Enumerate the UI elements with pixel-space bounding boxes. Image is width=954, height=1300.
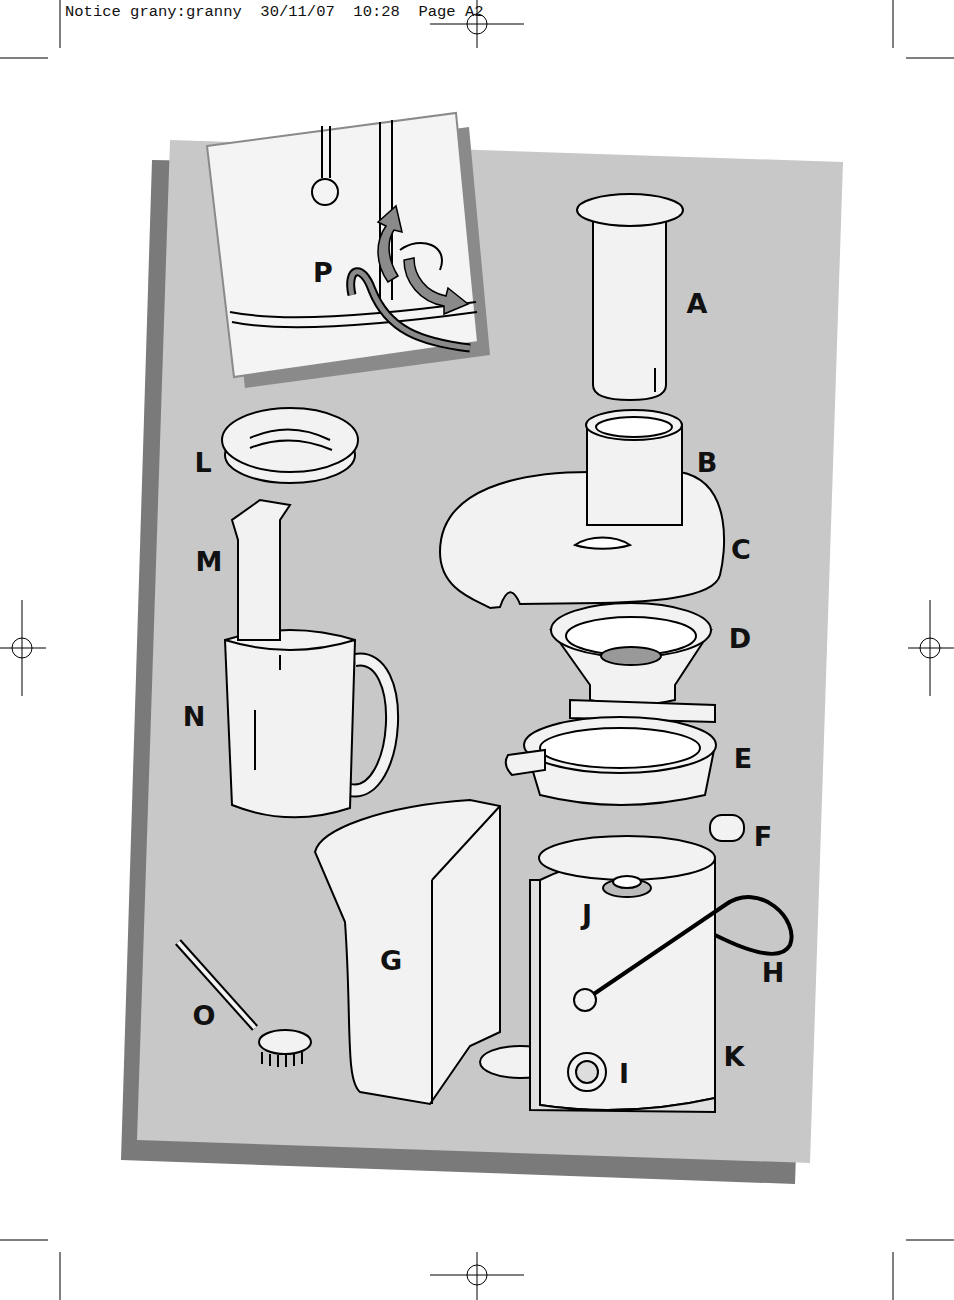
- part-letter: N: [183, 703, 206, 730]
- part-letter: B: [697, 449, 718, 476]
- part-letter: D: [729, 625, 751, 652]
- part-letter: O: [193, 1002, 216, 1029]
- part-letter: I: [619, 1060, 629, 1087]
- part-letter: C: [731, 536, 751, 563]
- rotate-arrows: [378, 206, 468, 314]
- inset-detail: [230, 120, 477, 327]
- part-letter: M: [196, 548, 223, 575]
- part-letter: A: [687, 290, 708, 317]
- part-letter: J: [582, 901, 592, 928]
- part-letter: L: [194, 449, 211, 476]
- inset: [207, 113, 478, 377]
- part-letter: H: [762, 959, 785, 986]
- part-letter: G: [380, 947, 402, 974]
- part-letter: P: [313, 259, 333, 286]
- part-letter: F: [754, 823, 772, 850]
- part-letter: K: [724, 1043, 745, 1070]
- page-header: Notice grany:granny 30/11/07 10:28 Page …: [65, 5, 484, 21]
- juicer-parts: [178, 194, 792, 1112]
- part-letter: E: [734, 745, 752, 772]
